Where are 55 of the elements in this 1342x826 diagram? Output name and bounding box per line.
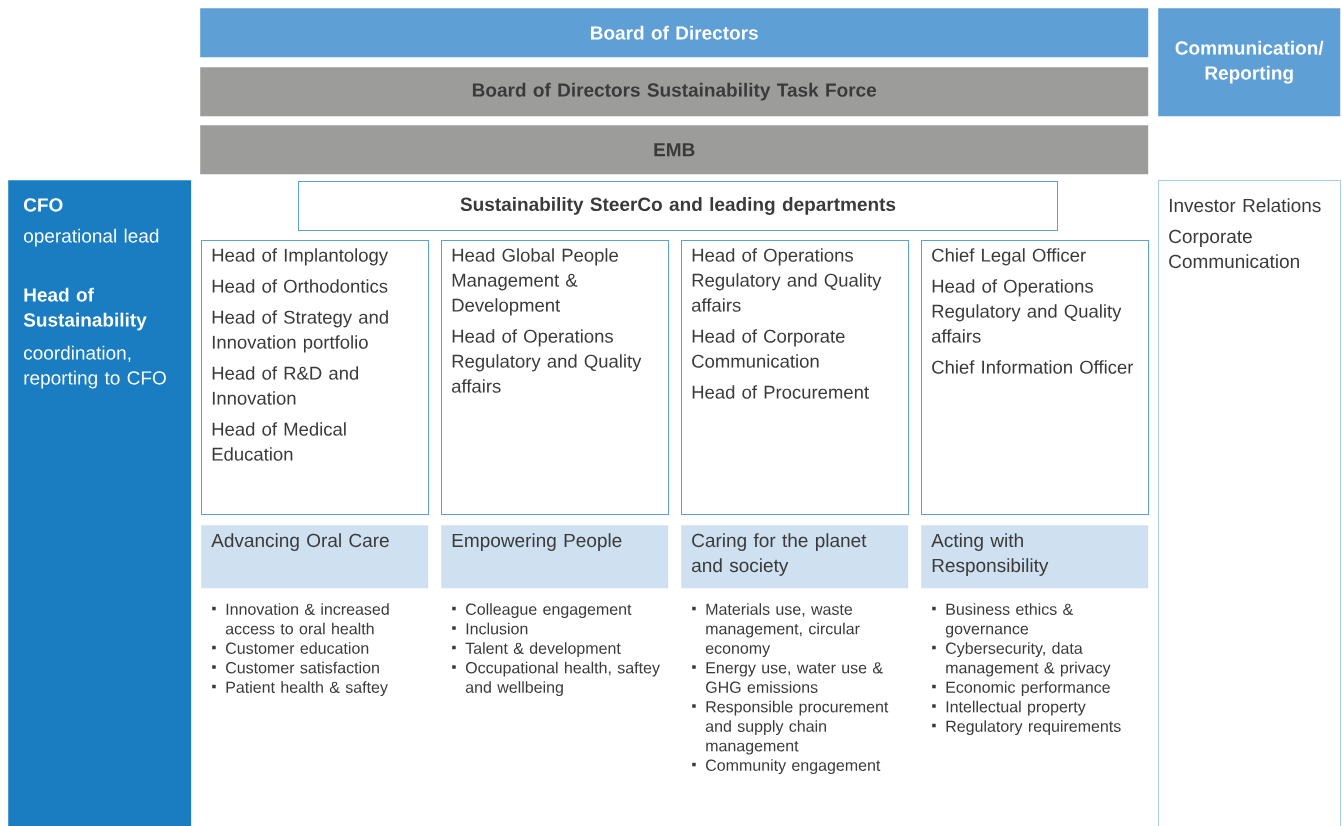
role-title: Investor Relations bbox=[1169, 198, 1321, 213]
role-title: Head of Orthodontics bbox=[212, 279, 388, 293]
bullet-item: Regulatory requirements bbox=[932, 720, 1121, 736]
role-title: Advancing Oral Care bbox=[211, 533, 389, 551]
role-title: Head of Procurement bbox=[692, 385, 869, 399]
role-title: Empowering People bbox=[452, 533, 622, 551]
bullet-item: Customer satisfaction bbox=[212, 661, 379, 674]
bullet-item: Responsible procurement and supply chain management bbox=[692, 700, 889, 755]
role-title: Head of Operations Regulatory and Quality affairs bbox=[452, 329, 642, 393]
role-title: Head of Operations Regulatory and Quality affairs bbox=[692, 248, 882, 312]
role-title: Head of Corporate Communication bbox=[692, 329, 845, 368]
bullet-item: Materials use, waste management, circular economy bbox=[692, 603, 860, 658]
bullet-item: Customer education bbox=[212, 642, 369, 654]
role-title: Head of R&D and Innovation bbox=[212, 366, 359, 405]
pillar-box bbox=[921, 525, 1149, 589]
bullet-item: Economic performance bbox=[932, 681, 1110, 697]
role-title: Corporate Communication bbox=[1169, 229, 1299, 269]
bullet-item: Occupational health, saftey and wellbeing bbox=[452, 661, 660, 697]
role-title: CFO bbox=[24, 198, 63, 212]
bullet-item: Business ethics & governance bbox=[932, 603, 1073, 638]
header-band: EMB bbox=[200, 125, 1149, 175]
role-box bbox=[921, 240, 1149, 515]
role-title: Head of Medical Education bbox=[212, 422, 346, 461]
bullet-item: Intellectual property bbox=[932, 700, 1086, 716]
role-box bbox=[201, 240, 429, 515]
role-title: Acting with Responsibility bbox=[931, 533, 1049, 576]
role-title: Head of Strategy and Innovation portfolio bbox=[212, 310, 388, 353]
role-title: Head of Implantology bbox=[212, 248, 388, 266]
role-title: Chief Information Officer bbox=[932, 360, 1134, 374]
bullet-item: Innovation & increased access to oral health bbox=[212, 603, 389, 635]
side-panel bbox=[1158, 180, 1341, 826]
bullet-item: Patient health & saftey bbox=[212, 681, 388, 697]
header-band: Board of Directors Sustainability Task Force bbox=[200, 67, 1149, 117]
role-description: operational lead bbox=[24, 228, 159, 247]
bullet-item: Colleague engagement bbox=[452, 603, 632, 619]
bullet-item: Energy use, water use & GHG emissions bbox=[692, 662, 883, 693]
role-box bbox=[441, 240, 669, 515]
side-panel bbox=[8, 180, 192, 826]
bullet-item: Inclusion bbox=[452, 622, 528, 635]
role-title: Head of Sustainability bbox=[23, 287, 147, 331]
role-title: Head Global People Management & Development bbox=[452, 248, 618, 316]
role-description: coordination, reporting to CFO bbox=[24, 345, 166, 389]
bullet-item: Talent & development bbox=[452, 642, 621, 658]
bullet-item: Cybersecurity, data management & privacy bbox=[932, 642, 1111, 677]
pillar-box bbox=[441, 525, 669, 589]
steerco-box: Sustainability SteerCo and leading departments bbox=[298, 181, 1058, 231]
role-title: Head of Operations Regulatory and Quality affairs bbox=[932, 279, 1122, 343]
role-box bbox=[681, 240, 909, 515]
role-title: Chief Legal Officer bbox=[932, 248, 1086, 266]
header-band: Communication/ Reporting bbox=[1158, 8, 1341, 117]
header-band: Board of Directors bbox=[200, 8, 1149, 58]
bullet-item: Community engagement bbox=[692, 759, 881, 775]
role-title: Caring for the planet and society bbox=[692, 533, 867, 576]
pillar-box bbox=[681, 525, 909, 589]
pillar-box bbox=[201, 525, 429, 589]
